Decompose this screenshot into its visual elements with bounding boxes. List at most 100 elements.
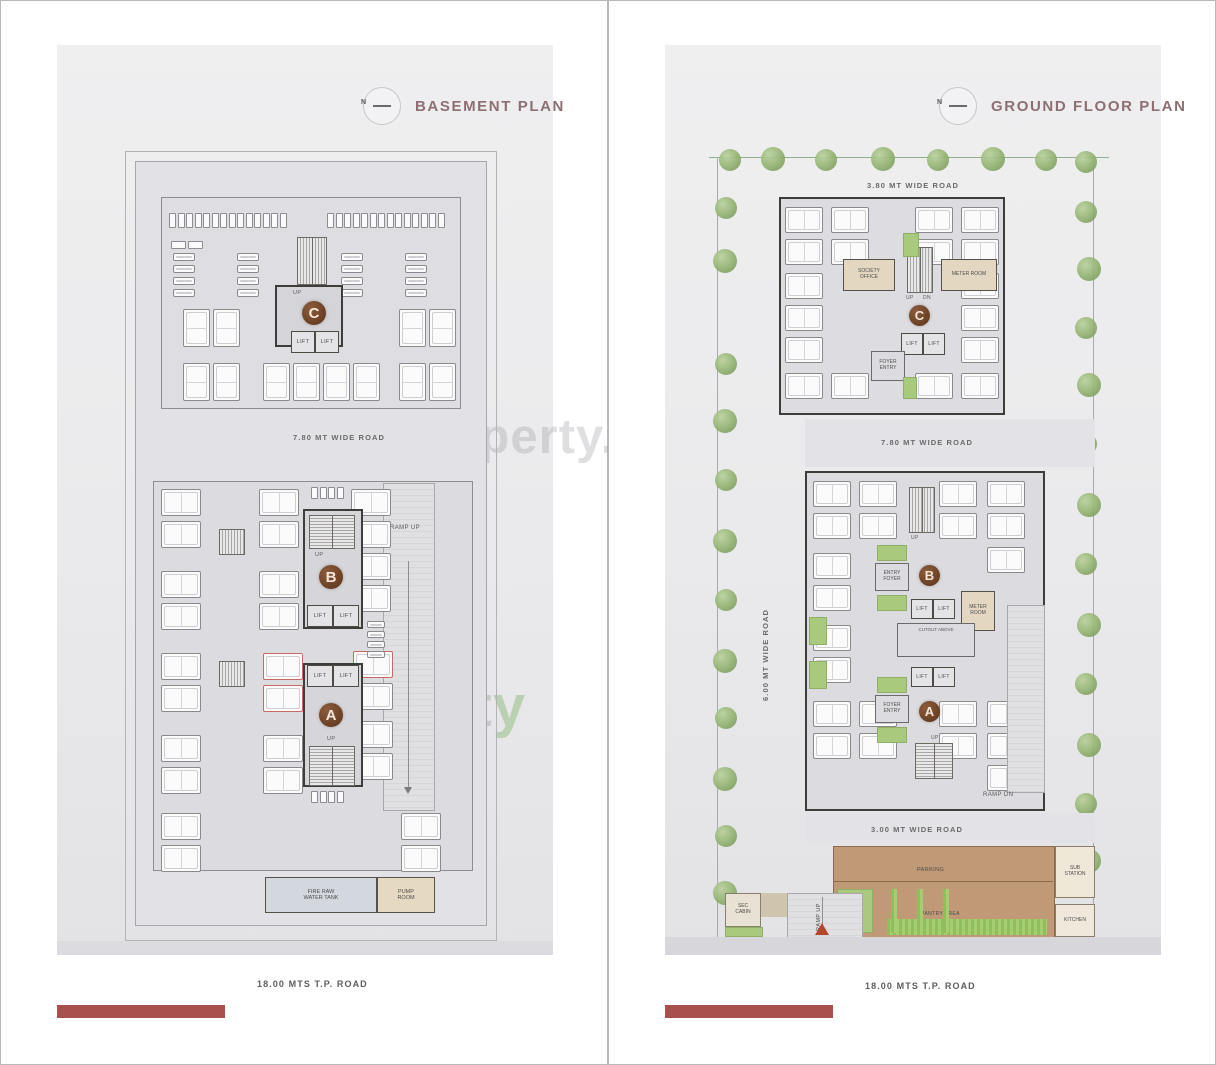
basement-road-band [57,941,553,955]
road-label-780: 7.80 MT WIDE ROAD [293,433,386,442]
room-label-line2: OFFICE [859,274,879,280]
label-pantry-area: PANTRY AREA [921,911,960,917]
label-parking: PARKING [917,867,945,873]
red-accent-bar [665,1005,833,1018]
lift-b1: LIFT [307,605,333,627]
room-label-line2: STATION [1064,871,1086,877]
stair-a-basement [309,746,355,786]
bike-rack-row [169,213,288,228]
basement-site-outline [125,151,497,941]
block-badge-a-ground: A [919,701,940,722]
room-cutout-above: CUTOUT ABOVE [897,623,975,657]
room-label-line2: FOYER [883,576,901,582]
stair-b-basement [309,515,355,549]
room-society-office: SOCIETY OFFICE [843,259,895,291]
planter [903,233,919,257]
room-kitchen: KITCHEN [1055,904,1095,937]
room-meter-room-c: METER ROOM [941,259,997,291]
north-arrow-icon: N [361,87,401,125]
stair-label-up-c: UP [906,295,914,301]
secondary-stair [219,661,245,687]
bike-rack-row [311,487,345,499]
secondary-stair [219,529,245,555]
lift-b1-ground: LIFT [911,599,933,619]
room-label-line2: ROOM [970,610,986,616]
room-label-line2: ENTRY [883,708,901,714]
road-label-600-vertical: 6.00 MT WIDE ROAD [761,608,770,701]
room-label-line1: ENTRY [883,570,901,577]
ground-plan-title: N GROUND FLOOR PLAN [937,87,1187,125]
bike-rack-row [327,213,446,228]
room-label-line1: SOCIETY [858,268,880,275]
room-label-line1: KITCHEN [1064,916,1086,923]
ground-tp-road-label: 18.00 MTS T.P. ROAD [865,981,976,991]
room-label-line1: SEC [737,903,749,910]
basement-title-text: BASEMENT PLAN [415,97,565,115]
planter [809,661,827,689]
room-sec-cabin: SEC CABIN [725,893,761,927]
entry-arrow-icon [815,923,829,935]
room-pump-room: PUMP ROOM [377,877,435,913]
stair-b-ground [909,487,935,533]
lift-c1-ground: LIFT [901,333,923,355]
road-780-band [805,419,1095,467]
room-label-line1: METER [969,604,987,611]
room-foyer-entry-c: FOYER ENTRY [871,351,905,381]
planter [877,677,907,693]
planter [877,727,907,743]
stair-label-dn-c: DN [923,295,932,301]
room-fire-water-tank: FIRE RAW WATER TANK [265,877,377,913]
ground-title-text: GROUND FLOOR PLAN [991,97,1187,115]
north-label: N [937,99,943,106]
block-badge-c-ground: C [909,305,930,326]
room-label-line2: CABIN [735,909,751,915]
room-label-line2: WATER TANK [303,895,339,901]
planter [903,377,917,399]
stair-label-up-b: UP [315,552,324,558]
bike-rack-row [311,791,345,803]
panel-basement: N BASEMENT PLAN www.A2ZProperty.in A2ZPr… [0,0,660,1065]
planter [725,927,763,937]
lift-b2: LIFT [333,605,359,627]
road-label-780-ground: 7.80 MT WIDE ROAD [881,438,974,447]
lift-a2-ground: LIFT [933,667,955,687]
red-accent-bar [57,1005,225,1018]
road-300-band [805,813,1095,843]
block-badge-c: C [302,301,326,325]
ramp-up-label: RAMP UP [390,525,421,531]
room-label-line2: ENTRY [879,365,897,371]
grass-strip [887,919,1047,935]
stair-label-up: UP [293,290,302,296]
block-badge-b: B [319,565,343,589]
block-badge-a: A [319,703,343,727]
road-label-300: 3.00 MT WIDE ROAD [871,825,964,834]
ramp-dn-strip [1007,605,1045,793]
stair-label-up-a-ground: UP [931,735,939,741]
stair-c-basement [297,237,327,285]
lift-a2: LIFT [333,665,359,687]
lift-c2-ground: LIFT [923,333,945,355]
lift-b2-ground: LIFT [933,599,955,619]
road-label-380: 3.80 MT WIDE ROAD [867,181,960,190]
block-badge-b-ground: B [919,565,940,586]
grass-strip [943,889,949,933]
room-label-line1: METER ROOM [951,271,987,278]
stair-label-up-b-ground: UP [911,535,919,541]
lift-a1: LIFT [307,665,333,687]
planter [877,545,907,561]
stair-a-ground [915,743,953,779]
lift-a1-ground: LIFT [911,667,933,687]
grass-strip [891,889,897,933]
panel-ground-floor: N GROUND FLOOR PLAN [608,0,1216,1065]
basement-plan-title: N BASEMENT PLAN [361,87,565,125]
stair-label-up-a: UP [327,736,336,742]
north-arrow-icon: N [937,87,977,125]
ground-road-band [665,937,1161,955]
room-label-line1: SUB [1069,865,1081,872]
room-label-line1: CUTOUT ABOVE [918,627,954,632]
lift-c2: LIFT [315,331,339,353]
planter [809,617,827,645]
bike-rack-row [171,241,204,249]
north-label: N [361,99,367,106]
